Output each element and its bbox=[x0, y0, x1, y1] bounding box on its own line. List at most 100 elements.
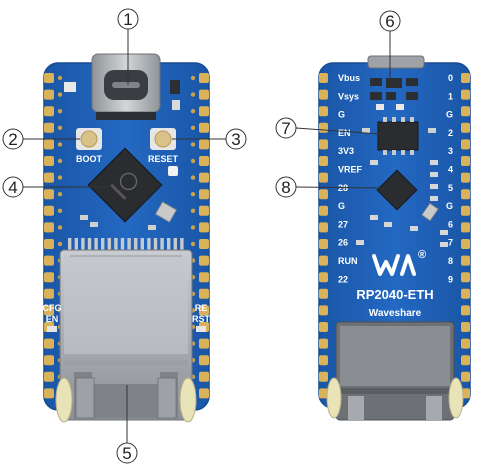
via bbox=[190, 158, 196, 164]
header-pin bbox=[120, 238, 125, 252]
pin-pad bbox=[319, 73, 328, 83]
pin-pad bbox=[199, 122, 209, 133]
header-pin bbox=[167, 238, 171, 252]
pin-pad bbox=[461, 239, 470, 249]
callout-1-number: 1 bbox=[123, 10, 132, 29]
pin-pad bbox=[44, 122, 54, 133]
header-pin bbox=[173, 238, 177, 252]
pin-pad bbox=[461, 139, 470, 150]
pin-pad bbox=[44, 222, 54, 233]
callouts: 1 2 3 4 5 6 7 bbox=[2, 8, 401, 464]
rj45-jack-rear bbox=[335, 321, 455, 421]
via bbox=[190, 192, 196, 197]
re-rst-label-line1: RE bbox=[195, 303, 208, 313]
pin-pad bbox=[44, 305, 54, 316]
pin-pad bbox=[319, 222, 328, 233]
pin-pad bbox=[461, 288, 470, 299]
pin-pad bbox=[199, 172, 209, 183]
callout-3: 3 bbox=[172, 128, 247, 150]
pin-pad bbox=[199, 222, 209, 233]
pin-pad bbox=[461, 122, 470, 133]
callout-5-number: 5 bbox=[122, 444, 131, 463]
header-pin bbox=[180, 238, 184, 252]
pin-pad bbox=[44, 338, 54, 349]
via bbox=[190, 175, 196, 180]
via bbox=[57, 75, 63, 81]
pin-pad bbox=[199, 305, 209, 316]
re-rst-label-line2: RST bbox=[192, 314, 211, 324]
back-left-pin-label: 3V3 bbox=[338, 146, 354, 156]
via bbox=[57, 175, 63, 180]
pin-pad bbox=[44, 89, 54, 100]
callout-4-number: 4 bbox=[8, 178, 17, 197]
pin-pad bbox=[461, 172, 470, 183]
via bbox=[57, 125, 63, 130]
back-left-pin-label: 27 bbox=[338, 219, 348, 229]
pin-pad bbox=[461, 205, 470, 216]
header-pin bbox=[101, 238, 105, 252]
back-left-pin-label: Vsys bbox=[338, 91, 359, 101]
back-right-pin-label: 1 bbox=[448, 91, 453, 101]
smd-component bbox=[430, 172, 438, 177]
back-right-pin-label: 0 bbox=[448, 73, 453, 83]
pin-pad bbox=[319, 122, 328, 133]
pin-pad bbox=[199, 338, 209, 349]
pin-pad bbox=[319, 338, 328, 349]
back-left-pin-label: RUN bbox=[338, 256, 358, 266]
header-pin bbox=[81, 238, 85, 252]
pin-pad bbox=[44, 139, 54, 150]
header-pin bbox=[107, 238, 111, 252]
back-left-pin-label: Vbus bbox=[338, 73, 360, 83]
smd-component bbox=[440, 230, 448, 235]
reset-button bbox=[150, 128, 176, 150]
ethernet-controller-chip bbox=[376, 169, 418, 211]
pin-pad bbox=[319, 239, 328, 249]
pin-pad bbox=[199, 255, 209, 266]
via bbox=[57, 192, 63, 197]
pin-pad bbox=[461, 156, 470, 166]
back-right-pin-label: 2 bbox=[448, 128, 453, 138]
via bbox=[190, 241, 196, 247]
front-board: BOOT RESET CFG EN RE bbox=[43, 53, 211, 423]
header-pin bbox=[147, 238, 151, 252]
smd-component bbox=[370, 160, 378, 165]
back-left-pin-label: 26 bbox=[338, 238, 348, 248]
smd-component bbox=[356, 240, 364, 245]
pin-pad bbox=[44, 355, 54, 366]
via bbox=[190, 92, 196, 97]
pin-pad bbox=[461, 222, 470, 233]
flash-memory-chip bbox=[362, 117, 436, 155]
front-left-pin-pads bbox=[44, 73, 63, 399]
boot-button bbox=[76, 128, 102, 150]
pin-pad bbox=[199, 239, 209, 249]
pin-pad bbox=[199, 89, 209, 100]
pin-pad bbox=[319, 156, 328, 166]
pin-pad bbox=[319, 106, 328, 117]
pin-pad bbox=[199, 73, 209, 83]
pin-pad bbox=[199, 288, 209, 299]
pin-pad bbox=[461, 73, 470, 83]
back-right-pin-label: G bbox=[446, 201, 453, 211]
pin-pad bbox=[319, 388, 328, 399]
raspberry-logo-icon bbox=[119, 172, 138, 191]
pin-pad bbox=[44, 172, 54, 183]
via bbox=[57, 142, 63, 147]
product-name: RP2040-ETH bbox=[356, 287, 433, 302]
brand-name: Waveshare bbox=[369, 308, 422, 319]
back-left-pin-label: EN bbox=[338, 128, 351, 138]
via bbox=[190, 75, 196, 81]
pin-pad bbox=[461, 89, 470, 100]
back-right-pin-label: 9 bbox=[448, 274, 453, 284]
pin-pad bbox=[44, 189, 54, 200]
pin-pad bbox=[461, 272, 470, 283]
smd-component bbox=[370, 215, 378, 220]
pin-pad bbox=[199, 355, 209, 366]
header-pin bbox=[74, 238, 78, 252]
back-right-pin-label: 6 bbox=[448, 219, 453, 229]
header-pin bbox=[68, 238, 72, 252]
pin-pad bbox=[44, 255, 54, 266]
callout-7-number: 7 bbox=[281, 119, 290, 138]
pin-pad bbox=[44, 239, 54, 249]
smd-component bbox=[430, 160, 438, 165]
callout-6-number: 6 bbox=[385, 12, 394, 31]
